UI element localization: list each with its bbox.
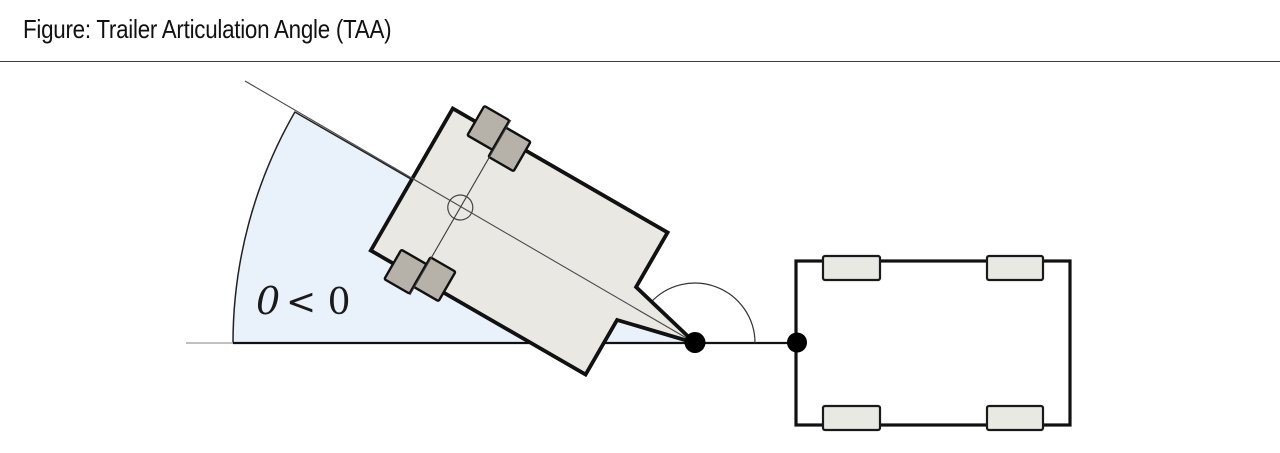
figure-title: Figure: Trailer Articulation Angle (TAA) (23, 14, 392, 44)
vehicle-wheel (985, 404, 1045, 432)
vehicle-wheel (821, 254, 882, 282)
hitch-point-vehicle (787, 332, 807, 353)
hitch-point-trailer (684, 332, 706, 353)
vehicle-wheel (821, 404, 882, 432)
trailer-wheel (487, 126, 532, 172)
trailer-axle-line (409, 119, 512, 296)
vehicle-body (794, 259, 1072, 427)
trailer (368, 105, 697, 378)
trailer-wheel (412, 256, 457, 302)
articulation-arc (649, 282, 756, 344)
title-divider (0, 61, 1280, 62)
trailer-axle-center (447, 194, 474, 221)
trailer-centerline (244, 80, 696, 344)
vehicle-wheel (985, 254, 1045, 282)
trailer-outline (368, 105, 697, 378)
angle-label-symbol: 0 (256, 279, 280, 323)
angle-label-rest: < 0 (286, 282, 351, 323)
towing-vehicle (794, 254, 1072, 432)
